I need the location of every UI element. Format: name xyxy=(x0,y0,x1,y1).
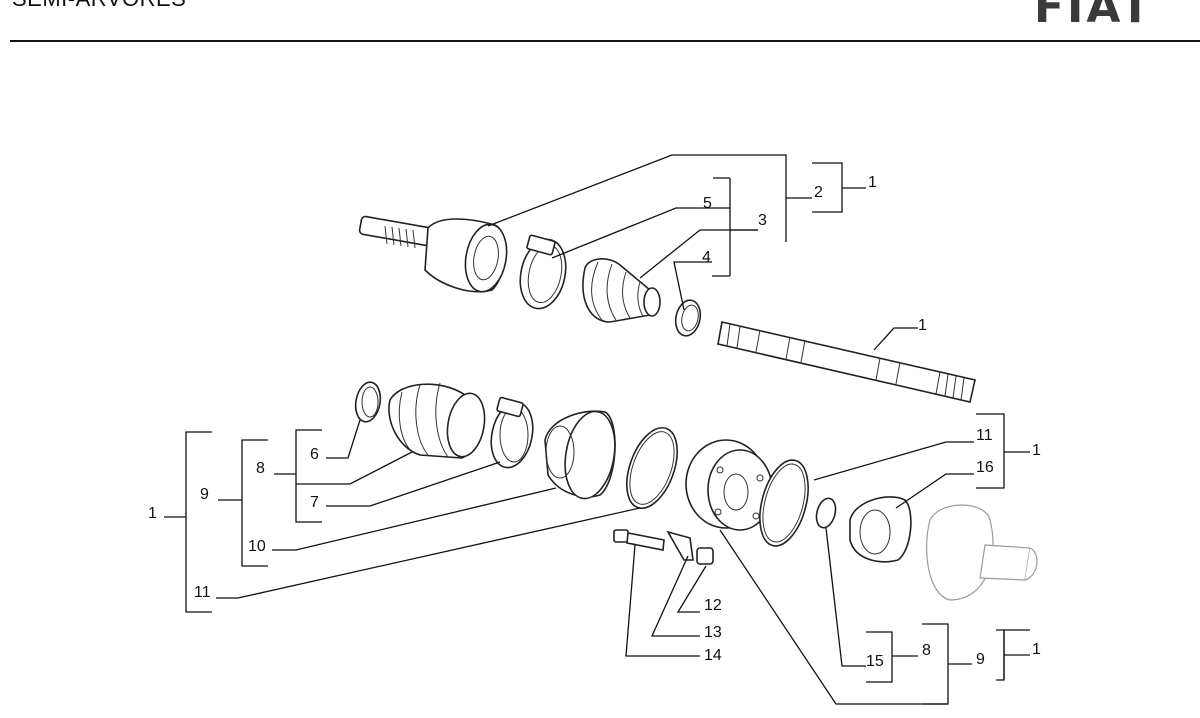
callout-14: 14 xyxy=(704,647,722,664)
left-small-clamp-part xyxy=(354,381,382,423)
bolt-part xyxy=(613,529,665,551)
callout-16: 16 xyxy=(976,459,994,476)
callout-1-left-group: 1 xyxy=(148,505,157,522)
page-title: SEMI-ÁRVORES xyxy=(12,0,186,12)
brand-logo: FIAT xyxy=(1034,0,1154,33)
leader-lines xyxy=(164,154,1030,705)
callout-2: 2 xyxy=(814,184,823,201)
plate-part xyxy=(666,530,694,561)
left-boot-part xyxy=(388,382,486,459)
end-cap-part xyxy=(849,496,912,563)
callout-9-left: 9 xyxy=(200,486,209,503)
callout-8-bottom: 8 xyxy=(922,642,931,659)
callout-4: 4 xyxy=(702,249,711,266)
callout-1-bottom-group: 1 xyxy=(1032,641,1041,658)
callout-11-left: 11 xyxy=(194,584,211,601)
callout-1-top-group: 1 xyxy=(868,174,877,191)
small-clamp-part xyxy=(674,299,702,337)
left-large-clamp-part xyxy=(490,396,534,469)
nut-part xyxy=(696,547,714,565)
drive-shaft-part xyxy=(717,321,976,403)
boot-part xyxy=(582,258,661,323)
outer-cv-joint-part xyxy=(358,215,508,293)
callout-10: 10 xyxy=(248,538,266,555)
callout-12: 12 xyxy=(704,597,722,614)
callout-6: 6 xyxy=(310,446,319,463)
tripod-hub-part xyxy=(685,439,773,531)
joint-housing-part xyxy=(544,410,616,500)
circlip-part xyxy=(815,497,837,529)
callout-9-bottom: 9 xyxy=(976,651,985,668)
header-divider xyxy=(10,40,1200,42)
callout-5: 5 xyxy=(703,195,712,212)
right-oring-part xyxy=(759,459,809,547)
left-oring-part xyxy=(626,427,678,509)
callout-8-left: 8 xyxy=(256,460,265,477)
callout-15: 15 xyxy=(866,653,884,670)
large-clamp-part xyxy=(519,234,567,310)
callout-7: 7 xyxy=(310,494,319,511)
gearbox-flange-ghost xyxy=(926,504,1038,601)
callout-1-shaft: 1 xyxy=(918,317,927,334)
callout-11-right: 11 xyxy=(976,427,993,444)
callout-13: 13 xyxy=(704,624,722,641)
callout-1-right-group: 1 xyxy=(1032,442,1041,459)
callout-3: 3 xyxy=(758,212,767,229)
